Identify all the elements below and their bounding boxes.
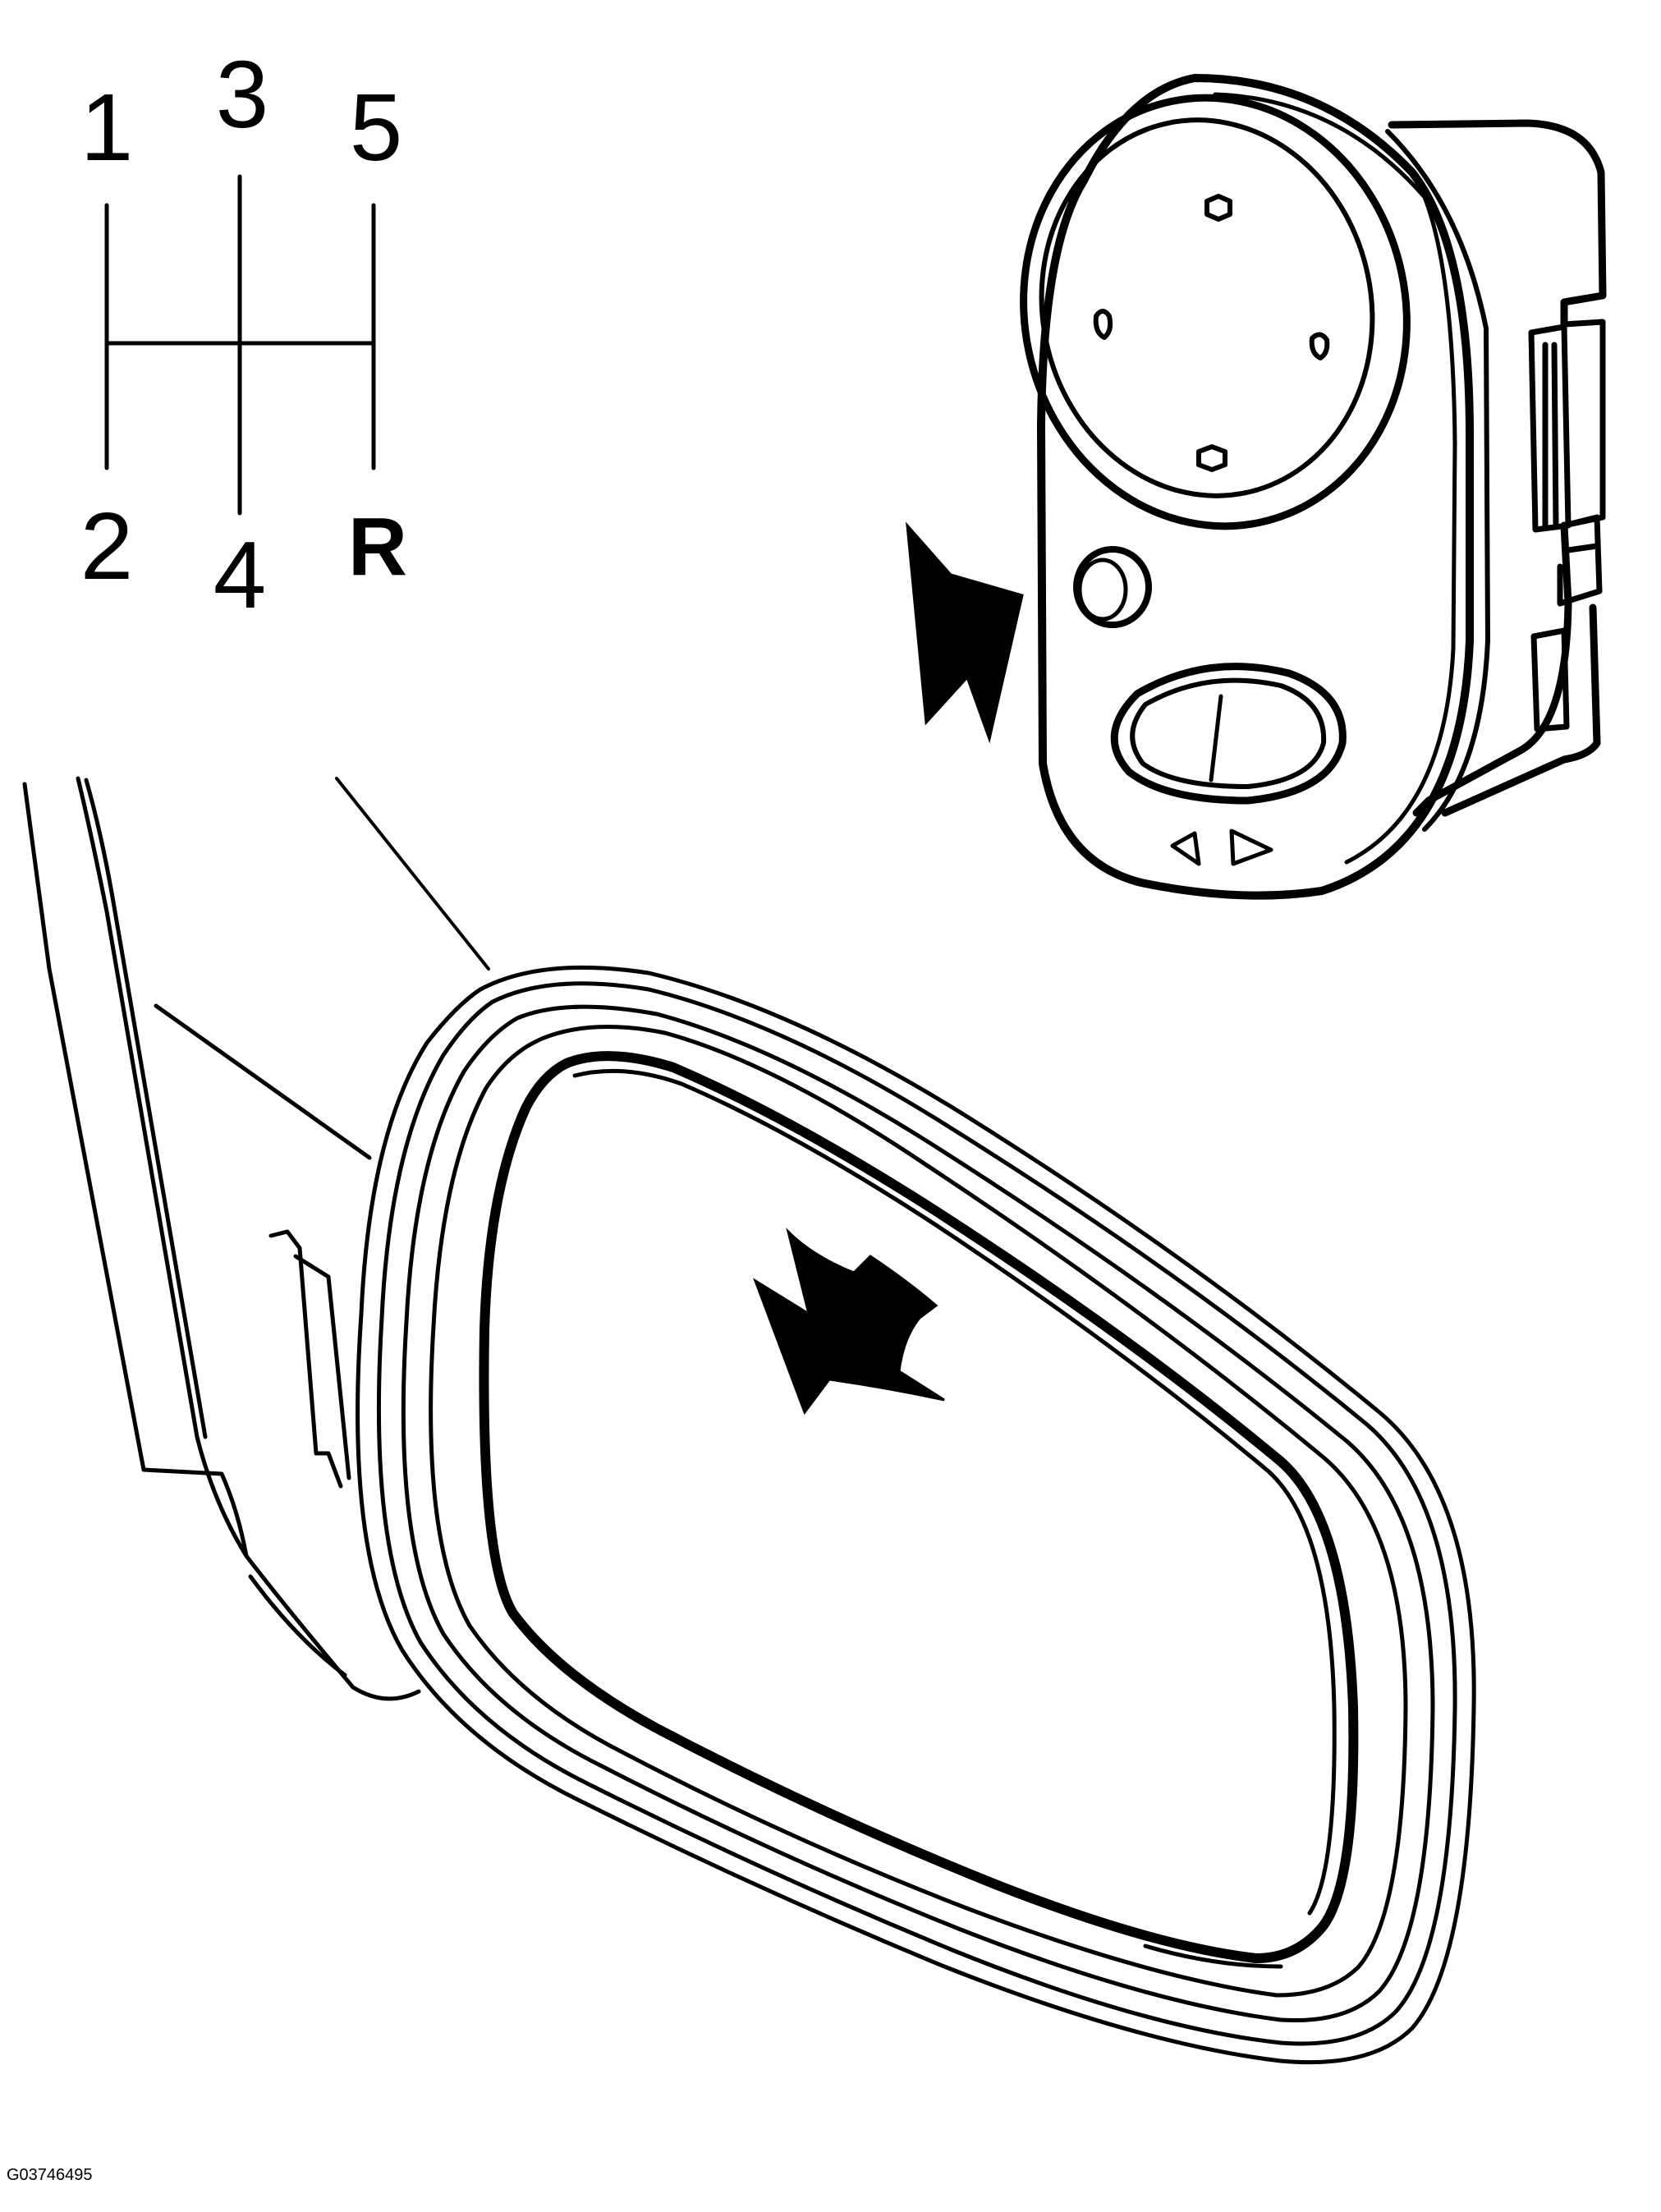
- gear-2-label: 2: [80, 493, 134, 599]
- gear-reverse-label: R: [348, 501, 407, 593]
- fold-button-inner: [1077, 558, 1128, 622]
- side-mirror: [356, 965, 1476, 2065]
- left-right-rocker-inner: [1130, 677, 1327, 789]
- mirror-housing-outer-2: [376, 981, 1457, 2046]
- mirror-glass: [479, 1051, 1359, 1963]
- switch-connector: [1528, 319, 1606, 732]
- switch-face-rim: [1213, 92, 1457, 865]
- mirror-control-switch: [906, 62, 1607, 900]
- switch-face-rim-outer: [1385, 129, 1490, 832]
- shift-pattern-lines: [104, 174, 376, 516]
- switch-housing-back-bottom: [1441, 603, 1601, 817]
- curved-arrow-icon: [753, 1228, 945, 1416]
- leader-line-upper: [335, 777, 490, 971]
- left-right-rocker[interactable]: [1110, 663, 1347, 805]
- figure-id: G03746495: [7, 2166, 93, 2184]
- switch-face: [1037, 74, 1474, 900]
- gear-3-label: 3: [216, 41, 269, 148]
- knob-dots: [1093, 194, 1330, 472]
- mirror-select-knob[interactable]: [984, 62, 1447, 562]
- mirror-housing-rim: [401, 1004, 1435, 2023]
- fold-button[interactable]: [1073, 546, 1152, 628]
- push-arrow-icon: [906, 521, 1024, 744]
- mirror-housing-outer: [356, 965, 1476, 2065]
- mirror-lip: [1143, 1944, 1283, 1969]
- door-pillar: [22, 776, 421, 1701]
- rocker-divider: [1209, 694, 1223, 782]
- gear-1-label: 1: [80, 74, 134, 181]
- left-right-triangles-icon: [1170, 828, 1273, 866]
- shift-pattern: 1 3 5 2 4 R: [80, 41, 407, 628]
- gear-5-label: 5: [350, 74, 403, 181]
- mirror-select-knob-inner: [1039, 117, 1375, 498]
- mirror-glass-inner: [572, 1068, 1337, 1916]
- switch-housing-back: [1388, 119, 1607, 328]
- mirror-housing-rim-2: [429, 1025, 1408, 1998]
- gear-4-label: 4: [213, 521, 267, 628]
